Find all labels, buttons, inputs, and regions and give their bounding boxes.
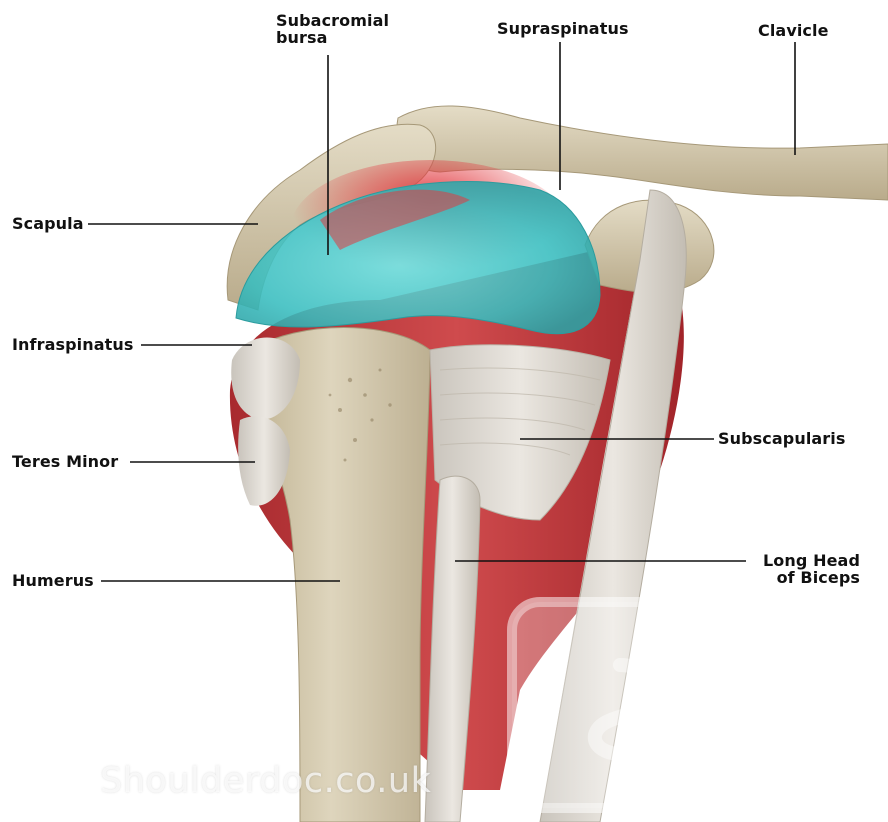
label-long-head-of-biceps-line1: Long Head [750, 552, 860, 569]
label-infraspinatus: Infraspinatus [12, 336, 134, 353]
label-clavicle: Clavicle [758, 22, 829, 39]
label-supraspinatus: Supraspinatus [497, 20, 629, 37]
watermark-logo [512, 602, 730, 808]
label-humerus: Humerus [12, 572, 94, 589]
label-subacromial-bursa: Subacromial bursa [276, 12, 389, 46]
label-teres-minor: Teres Minor [12, 453, 118, 470]
watermark-text: Shoulderdoc.co.uk [100, 761, 431, 801]
label-subacromial-bursa-line2: bursa [276, 29, 389, 46]
label-scapula: Scapula [12, 215, 84, 232]
label-long-head-of-biceps-line2: of Biceps [750, 569, 860, 586]
label-long-head-of-biceps: Long Head of Biceps [750, 552, 860, 586]
label-subscapularis: Subscapularis [718, 430, 846, 447]
label-subacromial-bursa-line1: Subacromial [276, 12, 389, 29]
